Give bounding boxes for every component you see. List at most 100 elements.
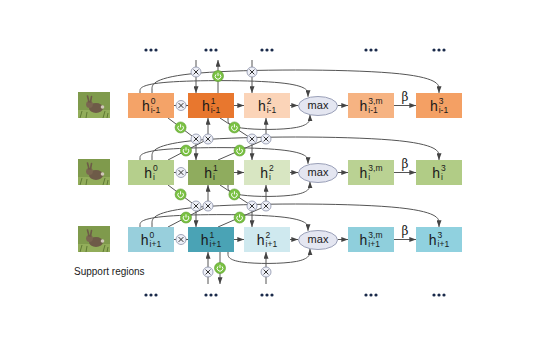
index-stack: 1i-1: [211, 97, 220, 115]
state-symbol: h: [260, 166, 268, 180]
gate-symbol: [215, 263, 226, 274]
text-group: h3i-1: [430, 97, 448, 115]
max-ellipse: max: [298, 163, 338, 183]
superscript: 3,m: [368, 97, 382, 106]
subscript: i-1: [368, 106, 382, 115]
index-stack: 3i: [441, 164, 446, 182]
subscript: i-1: [151, 106, 160, 115]
text-group: h2i+1: [257, 231, 277, 249]
gate-symbol: [234, 145, 245, 156]
multiply-symbol: [176, 235, 186, 245]
ellipsis-dot: [270, 293, 273, 296]
ellipsis-dot: [374, 293, 377, 296]
edge-label: β: [401, 91, 410, 103]
connector: [338, 239, 348, 240]
ellipsis-dot: [432, 293, 435, 296]
superscript: 1: [210, 231, 222, 240]
multiply-symbol: [203, 267, 213, 277]
subscript: i: [441, 173, 446, 182]
ellipsis-dot: [265, 293, 268, 296]
connector: [234, 172, 244, 173]
state-box: h0i+1: [128, 227, 174, 252]
multiply-symbol: [191, 67, 201, 77]
state-box: h1i+1: [188, 227, 234, 252]
gate-symbol: [213, 71, 224, 82]
text-group: max: [308, 234, 329, 245]
connector: [338, 172, 348, 173]
text-group: h1i: [204, 164, 218, 182]
text-group: h3,mi-1: [360, 97, 383, 115]
state-box: h0i: [128, 160, 174, 185]
support-region-image: [78, 226, 110, 252]
gate-symbol: [229, 122, 240, 133]
multiply-symbol: [176, 168, 186, 178]
subscript: i+1: [438, 240, 450, 249]
ellipsis-dot: [204, 293, 207, 296]
text-group: h0i+1: [141, 231, 161, 249]
multiply-symbol: [247, 67, 257, 77]
superscript: 2: [266, 231, 278, 240]
subscript: i: [368, 173, 382, 182]
support-region-image: [78, 159, 110, 185]
gate-symbol: [175, 122, 186, 133]
index-stack: 3i+1: [438, 231, 450, 249]
state-symbol: h: [432, 166, 440, 180]
state-symbol: h: [429, 233, 437, 247]
text-group: h3,mi+1: [360, 231, 383, 249]
index-stack: 0i+1: [150, 231, 162, 249]
ellipsis-dot: [260, 48, 263, 51]
multiply-symbol: [176, 101, 186, 111]
ellipsis-dot: [214, 293, 217, 296]
ellipsis-dot: [364, 48, 367, 51]
superscript: 3: [439, 97, 448, 106]
node-text: max: [308, 234, 329, 245]
index-stack: 3,mi+1: [368, 231, 382, 249]
subscript: i+1: [150, 240, 162, 249]
index-stack: 1i+1: [210, 231, 222, 249]
state-symbol: h: [204, 166, 212, 180]
node-text: max: [308, 100, 329, 111]
text-group: h3i: [432, 164, 446, 182]
multiply-symbol: [261, 134, 271, 144]
state-symbol: h: [202, 99, 210, 113]
subscript: i: [269, 173, 274, 182]
state-symbol: h: [258, 99, 266, 113]
caption-label: Support regions: [74, 266, 145, 277]
ellipsis-dot: [149, 293, 152, 296]
text-group: h3,mi: [360, 164, 383, 182]
ellipsis-dot: [442, 293, 445, 296]
ellipsis-dot: [369, 293, 372, 296]
state-box: h1i: [188, 160, 234, 185]
connector: [394, 172, 416, 173]
state-box: h1i-1: [188, 93, 234, 118]
connector: [290, 172, 298, 173]
ellipsis-dot: [270, 48, 273, 51]
subscript: i+1: [368, 240, 382, 249]
connector: [338, 105, 348, 106]
gate-symbol: [175, 189, 186, 200]
ellipsis-dot: [209, 48, 212, 51]
index-stack: 0i: [153, 164, 158, 182]
multiply-symbol: [191, 134, 201, 144]
state-symbol: h: [141, 233, 149, 247]
index-stack: 3i-1: [439, 97, 448, 115]
text-group: h0i: [144, 164, 158, 182]
index-stack: 2i-1: [267, 97, 276, 115]
connector: [290, 239, 298, 240]
state-symbol: h: [430, 99, 438, 113]
state-symbol: h: [144, 166, 152, 180]
index-stack: 1i: [213, 164, 218, 182]
ellipsis-dot: [364, 293, 367, 296]
connector: [218, 118, 266, 160]
connector: [234, 239, 244, 240]
index-stack: 0i-1: [151, 97, 160, 115]
text-group: h0i-1: [142, 97, 160, 115]
ellipsis-dot: [154, 293, 157, 296]
text-group: h1i-1: [202, 97, 220, 115]
gate-symbol: [181, 212, 192, 223]
gate-symbol: [234, 212, 245, 223]
max-ellipse: max: [298, 230, 338, 250]
multiply-symbol: [191, 201, 201, 211]
connector: [168, 118, 208, 160]
context-wire: [220, 252, 221, 284]
